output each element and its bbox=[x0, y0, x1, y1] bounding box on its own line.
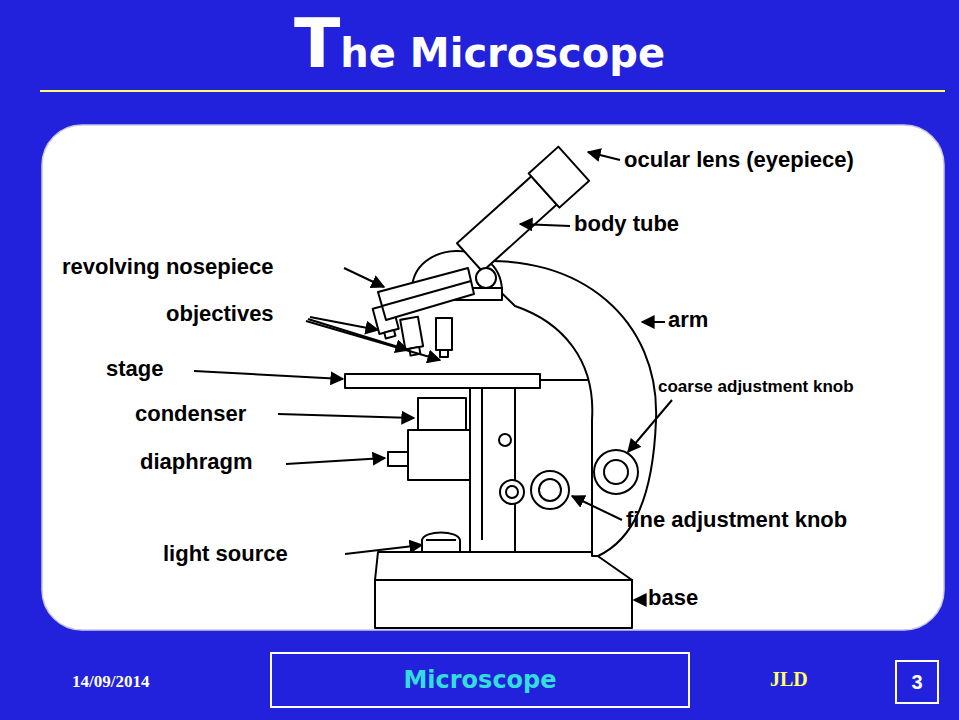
condenser bbox=[418, 398, 466, 430]
stage bbox=[345, 374, 540, 388]
footer-date: 14/09/2014 bbox=[72, 672, 149, 692]
leader-line bbox=[572, 496, 622, 520]
objective bbox=[400, 317, 423, 350]
white-panel bbox=[42, 125, 944, 630]
leader-line bbox=[520, 224, 570, 226]
coarse-adjustment-knob bbox=[594, 450, 638, 494]
eyepiece bbox=[529, 147, 590, 208]
leader-line bbox=[345, 545, 422, 554]
leader-line bbox=[306, 321, 440, 360]
part-label: light source bbox=[163, 542, 288, 566]
part-label: stage bbox=[106, 357, 163, 381]
stage-screw bbox=[499, 434, 511, 446]
pillar-edge bbox=[514, 388, 516, 552]
title-underline bbox=[40, 90, 945, 92]
box-text: Microscope bbox=[403, 666, 556, 694]
fine-knob-left bbox=[500, 480, 524, 504]
nosepiece-band bbox=[382, 281, 471, 306]
part-label: base bbox=[648, 586, 698, 610]
condenser-housing bbox=[408, 430, 470, 480]
nosepiece-knob bbox=[476, 268, 496, 288]
fine-knob-left-inner bbox=[506, 486, 518, 498]
base-front bbox=[375, 580, 632, 628]
leader-line bbox=[628, 400, 672, 452]
leader-line bbox=[194, 371, 343, 379]
diaphragm-lever bbox=[388, 452, 408, 466]
part-label: ocular lens (eyepiece) bbox=[624, 148, 854, 172]
leader-line bbox=[344, 268, 384, 287]
page-number-box: 3 bbox=[895, 660, 939, 704]
leader-line bbox=[588, 152, 620, 160]
part-label: condenser bbox=[135, 402, 246, 426]
part-label: fine adjustment knob bbox=[626, 508, 847, 532]
fine-knob-inner bbox=[539, 479, 561, 501]
rack bbox=[481, 388, 483, 540]
revolving-nosepiece bbox=[378, 268, 474, 320]
objective-tip bbox=[440, 350, 448, 357]
slide-title: The Microscope bbox=[0, 10, 959, 78]
pillar bbox=[470, 380, 595, 552]
lamp-rim bbox=[426, 539, 456, 541]
coarse-knob-inner bbox=[604, 460, 628, 484]
leader-line bbox=[642, 321, 665, 323]
part-label: arm bbox=[668, 308, 708, 332]
box-text: 3 bbox=[911, 671, 922, 694]
part-label: objectives bbox=[166, 302, 274, 326]
part-label: coarse adjustment knob bbox=[658, 378, 854, 397]
objective bbox=[436, 318, 452, 350]
fine-adjustment-knob bbox=[531, 471, 569, 509]
part-label: body tube bbox=[574, 212, 679, 236]
footer-title-box: Microscope bbox=[270, 652, 690, 708]
objective-tip bbox=[384, 330, 395, 338]
part-label: diaphragm bbox=[140, 450, 252, 474]
light-source bbox=[422, 533, 460, 553]
leader-line bbox=[278, 414, 414, 418]
leader-line bbox=[286, 458, 385, 464]
leader-line bbox=[634, 599, 644, 601]
footer-author: JLD bbox=[770, 668, 808, 691]
part-label: revolving nosepiece bbox=[62, 255, 274, 279]
